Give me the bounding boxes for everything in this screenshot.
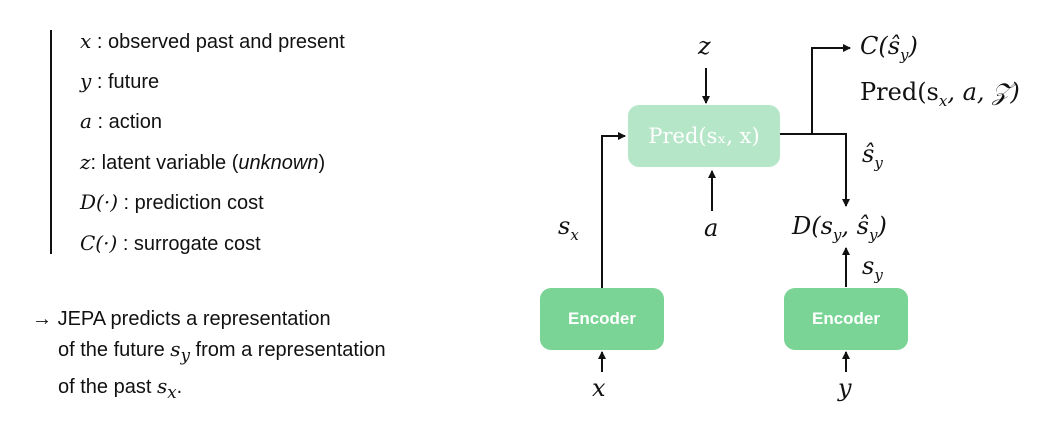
arrow-sx-to-pred: [601, 132, 626, 288]
legend-symbol: y: [80, 69, 92, 93]
pred-set-part: , a, 𝒵): [947, 78, 1020, 106]
pred-set-part: Pred(s: [860, 78, 939, 106]
input-x-text: x: [592, 374, 606, 402]
input-x-label: x: [592, 374, 606, 402]
note-text: .: [176, 376, 183, 398]
cost-C-part: C(ŝ: [860, 32, 901, 60]
note-symbol-sub: x: [167, 383, 177, 402]
predictor-label: Pred(sₓ, x): [648, 124, 760, 148]
note-text: of the past: [58, 376, 157, 398]
note-text: from a representation: [189, 339, 386, 361]
note-line-1: → JEPA predicts a representation: [32, 304, 386, 334]
input-y-label: y: [838, 374, 852, 402]
sy-symbol: s: [862, 252, 875, 280]
legend-item-z: z: latent variable (unknown): [80, 150, 325, 175]
legend-text: : latent variable (: [90, 152, 239, 174]
syhat-label: ŝy: [862, 140, 883, 172]
cost-C-part: ): [908, 32, 918, 60]
legend-text: : action: [91, 111, 162, 133]
legend-text-after: ): [318, 152, 326, 174]
legend-text-italic: unknown: [238, 152, 319, 174]
sx-label: sx: [558, 212, 579, 244]
cost-D-sub: y: [832, 225, 842, 244]
jepa-note: → JEPA predicts a representation of the …: [32, 304, 386, 408]
cost-C-label: C(ŝy): [860, 32, 918, 64]
cost-D-sub: y: [868, 225, 878, 244]
pred-set-sub: x: [938, 91, 948, 110]
latent-z-text: z: [698, 32, 711, 60]
encoder-right-box: Encoder: [784, 288, 908, 350]
legend-item-y: y : future: [80, 69, 159, 94]
syhat-symbol: ŝ: [862, 140, 875, 168]
note-line-3: of the past sx.: [32, 371, 386, 408]
legend-divider: [50, 30, 52, 254]
note-symbol: s: [156, 374, 168, 398]
action-a-label: a: [704, 214, 718, 242]
sx-sub: x: [570, 225, 579, 244]
sx-symbol: s: [558, 212, 571, 240]
cost-D-part: D(s: [792, 212, 833, 240]
latent-z-label: z: [698, 32, 711, 60]
encoder-right-label: Encoder: [811, 309, 881, 328]
sy-sub: y: [874, 265, 883, 284]
legend-text: : prediction cost: [118, 192, 264, 214]
legend-text: : future: [91, 71, 160, 93]
input-y-text: y: [838, 374, 852, 402]
legend-text: : surrogate cost: [117, 233, 261, 255]
legend-text: : observed past and present: [91, 31, 345, 53]
syhat-sub: y: [874, 153, 883, 172]
cost-D-part: , ŝ: [841, 212, 869, 240]
legend-symbol: z: [80, 150, 91, 174]
cost-D-label: D(sy, ŝy): [792, 212, 887, 244]
arrow-to-C: [811, 44, 851, 134]
legend-item-x: x : observed past and present: [80, 29, 345, 54]
right-arrow-icon: →: [32, 308, 52, 330]
note-symbol: s: [170, 337, 181, 361]
legend-symbol: x: [80, 29, 92, 53]
cost-D-part: ): [877, 212, 887, 240]
sy-label: sy: [862, 252, 883, 284]
note-text: JEPA predicts a representation: [57, 308, 331, 330]
note-text: of the future: [58, 339, 171, 361]
legend-symbol: C(·): [80, 231, 118, 255]
legend-symbol: a: [80, 109, 92, 133]
note-symbol-sub: y: [180, 346, 190, 365]
legend-item-a: a : action: [80, 109, 162, 134]
predictor-box: Pred(sₓ, x): [628, 105, 780, 167]
pred-set-label: Pred(sx, a, 𝒵): [860, 78, 1020, 110]
legend-item-C: C(·) : surrogate cost: [80, 231, 261, 256]
action-a-text: a: [704, 214, 719, 242]
cost-C-sub: y: [900, 45, 909, 64]
note-line-2: of the future sy from a representation: [32, 334, 386, 371]
arrow-shat-to-D: [812, 133, 850, 207]
encoder-left-label: Encoder: [567, 309, 637, 328]
encoder-left-box: Encoder: [540, 288, 664, 350]
legend-item-D: D(·) : prediction cost: [80, 190, 264, 215]
legend-symbol: D(·): [80, 190, 118, 214]
